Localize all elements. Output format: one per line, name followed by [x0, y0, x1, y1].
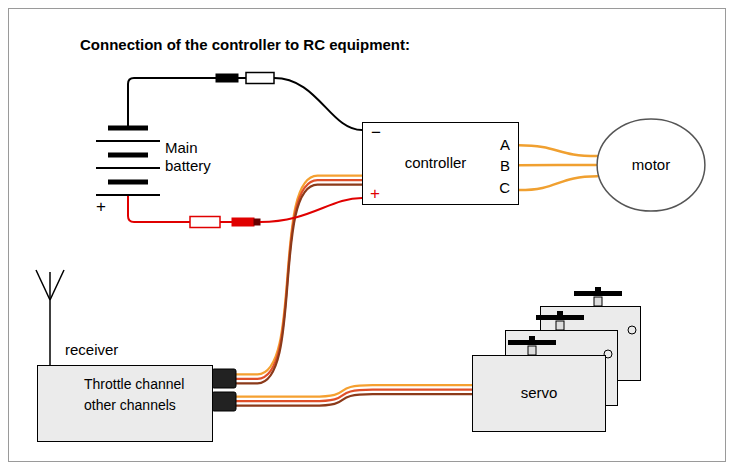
- servo-front-horn-part: [528, 346, 536, 355]
- channel-label: Throttle channel: [84, 375, 184, 393]
- negative-wire-part: [128, 78, 216, 126]
- diagram-title: Connection of the controller to RC equip…: [80, 36, 410, 54]
- servo-back-part: [574, 291, 622, 296]
- antenna-part: [50, 270, 64, 300]
- receiver-plug-part: [212, 369, 236, 388]
- negative-wire: [128, 73, 362, 131]
- servo-back-part: [595, 287, 601, 291]
- servo-back-part: [594, 297, 602, 306]
- receiver-plug: [212, 369, 236, 411]
- pin-name: −: [371, 124, 381, 142]
- positive-wire-part: [254, 219, 260, 225]
- battery-symbol-part: [108, 153, 148, 158]
- battery-symbol: [96, 128, 160, 195]
- negative-wire-part: [216, 74, 238, 82]
- servo-middle-part: [536, 315, 584, 320]
- battery-symbol-part: [108, 180, 148, 185]
- antenna-part: [36, 270, 50, 300]
- motor-wire: [519, 164, 596, 167]
- positive-wire-part: [128, 196, 190, 222]
- servo-front-horn-part: [529, 336, 535, 340]
- pin-name: +: [370, 185, 380, 203]
- positive-wire-part: [232, 218, 254, 226]
- positive-wire-part: [190, 217, 220, 228]
- antenna-part: [49, 272, 51, 365]
- antenna: [36, 270, 64, 365]
- servo-middle-part: [556, 321, 564, 330]
- node-title: controller: [363, 154, 518, 172]
- cable-wire: [213, 185, 362, 384]
- servo-back-part: [628, 326, 636, 334]
- battery-symbol-part: [96, 194, 160, 196]
- node-heading: receiver: [65, 341, 118, 359]
- node-title: motor: [596, 156, 706, 174]
- motor-wire: [519, 176, 597, 190]
- motor-wire: [519, 145, 597, 156]
- controller-box: controller − + ABC: [362, 122, 519, 205]
- pin-name: A: [500, 136, 510, 154]
- cable-wire: [213, 394, 472, 406]
- receiver-plug-part: [212, 392, 236, 411]
- negative-wire-part: [274, 78, 362, 130]
- battery-symbol-part: [96, 167, 160, 169]
- signal-cable: [213, 385, 472, 406]
- polarity-sign: +: [96, 198, 106, 216]
- positive-wire-part: [260, 198, 362, 222]
- battery-symbol-part: [96, 140, 160, 142]
- pin-name: B: [500, 157, 510, 175]
- signal-cable: [213, 176, 362, 384]
- servo-front-horn-part: [508, 340, 556, 345]
- positive-wire-part: [220, 221, 232, 223]
- servo-front-horn: [508, 336, 556, 355]
- pin-name: C: [499, 179, 510, 197]
- servo-box: servo: [472, 355, 606, 432]
- channel-label: other channels: [84, 396, 176, 414]
- outer-frame: [9, 9, 726, 462]
- battery-symbol-part: [108, 126, 148, 131]
- servo-middle-part: [557, 311, 563, 315]
- receiver-box: receiverThrottle channelother channels: [37, 365, 213, 442]
- node-title: servo: [473, 384, 605, 402]
- positive-wire: [128, 196, 362, 228]
- negative-wire-part: [246, 73, 274, 84]
- motor-circle: motor: [596, 118, 706, 212]
- battery-label: Main battery: [165, 139, 227, 175]
